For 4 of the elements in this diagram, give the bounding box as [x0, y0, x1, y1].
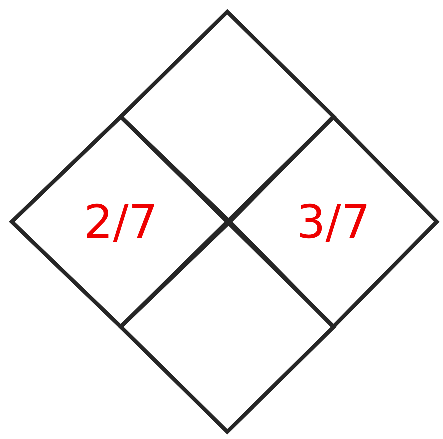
fraction-label: 3/7 [296, 199, 371, 245]
diamond-cell [12, 117, 230, 327]
fraction-label: 2/7 [84, 199, 158, 245]
diamond-cell [230, 117, 437, 327]
